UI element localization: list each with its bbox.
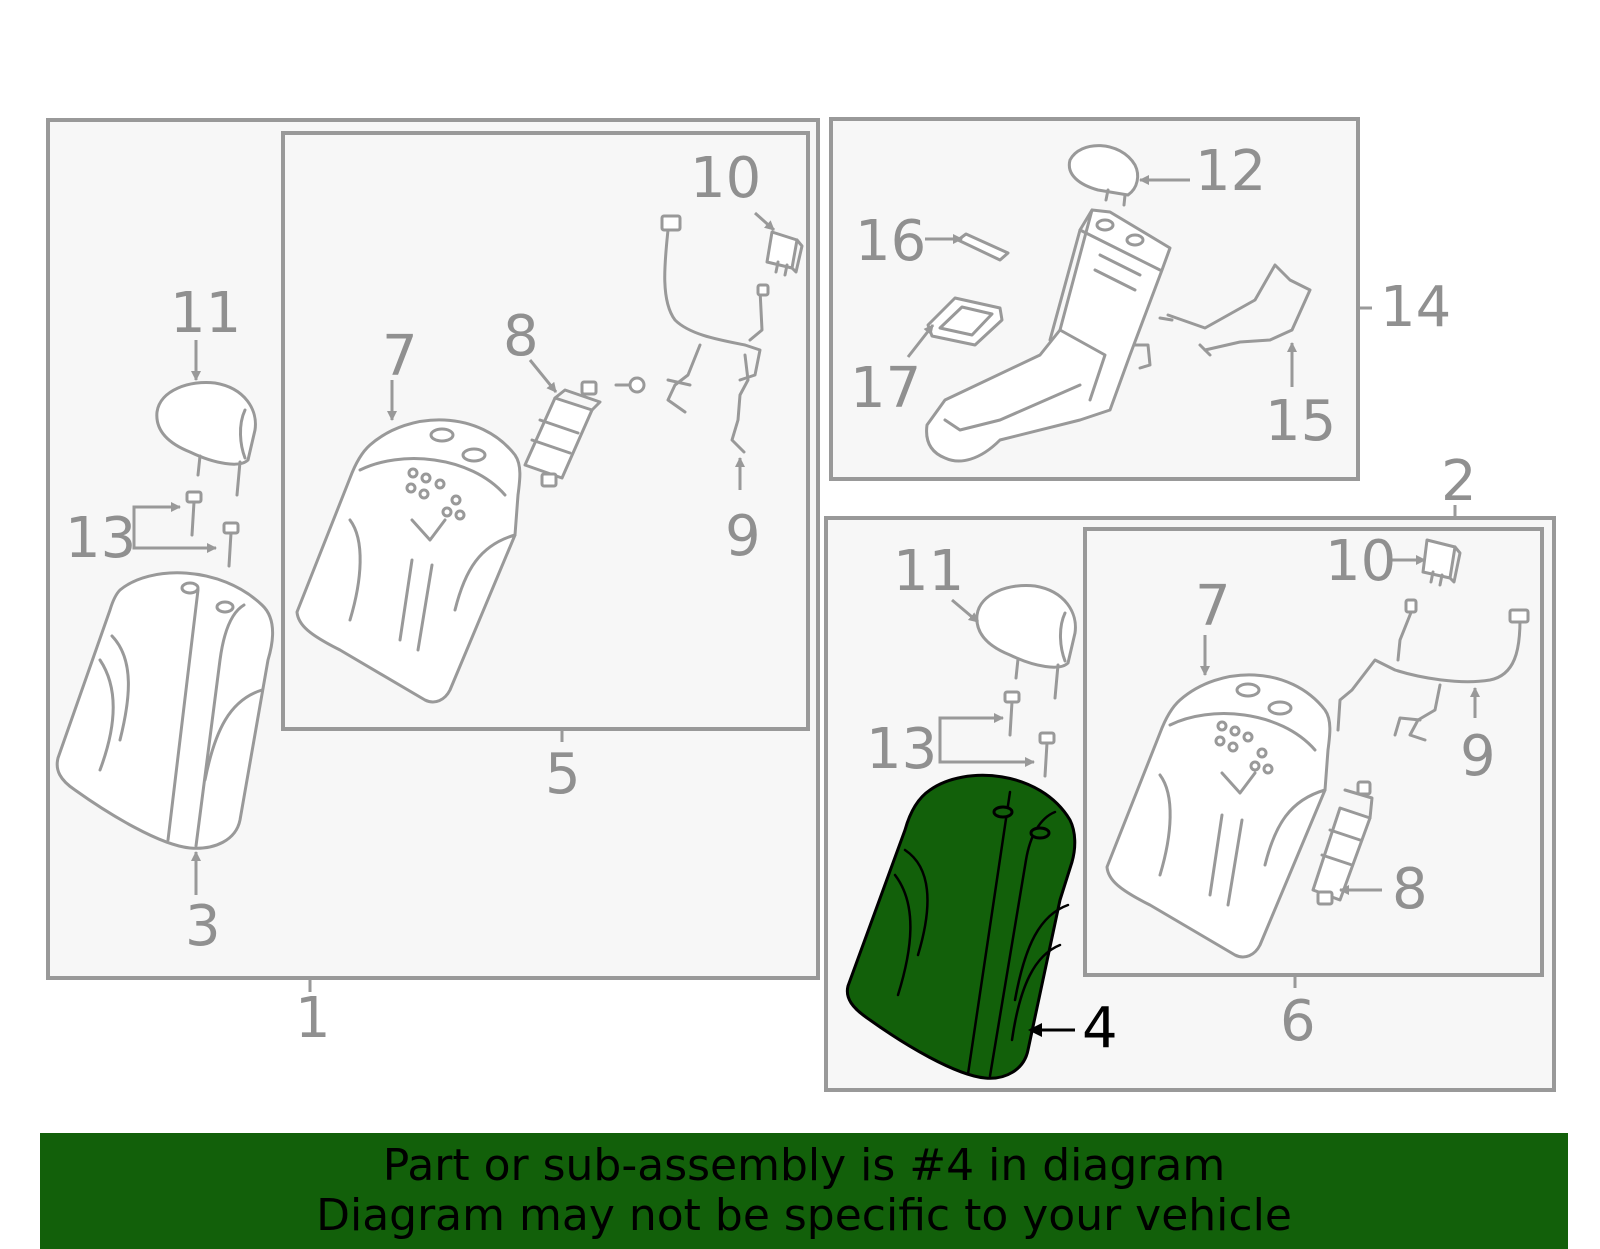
seat-back-cover-part-4-highlighted[interactable] (845, 773, 1077, 1080)
seat-module-part[interactable] (1311, 780, 1374, 906)
callout-16: 16 (855, 209, 926, 274)
callout-4: 4 (1082, 996, 1118, 1061)
callout-8: 8 (1392, 857, 1428, 922)
callout-13: 13 (65, 506, 136, 571)
seat-module-part[interactable] (523, 380, 602, 488)
callout-11: 11 (893, 539, 964, 604)
callout-6: 6 (1280, 989, 1316, 1054)
armrest-pad-part[interactable] (926, 296, 1004, 347)
headrest-guide-bolts[interactable] (1003, 690, 1056, 778)
seat-back-assembly-group-1: 11 13 3 1 7 8 9 10 5 (46, 118, 820, 1051)
switch-part[interactable] (1421, 538, 1462, 587)
callout-17: 17 (850, 356, 921, 421)
armrest-body-part[interactable] (925, 208, 1172, 463)
callout-10: 10 (1325, 529, 1396, 594)
seat-back-assembly-group-2: 11 13 4 7 9 8 10 2 6 (824, 449, 1556, 1092)
callout-3: 3 (185, 894, 221, 959)
callout-12: 12 (1195, 139, 1266, 204)
part-info-banner: Part or sub-assembly is #4 in diagram Di… (40, 1133, 1568, 1249)
screw-part[interactable] (614, 376, 646, 394)
callout-7: 7 (1195, 574, 1231, 639)
callout-5: 5 (545, 742, 581, 807)
callout-11: 11 (170, 281, 241, 346)
seat-back-frame-part[interactable] (295, 418, 522, 704)
armrest-wire-part[interactable] (1158, 263, 1312, 357)
armrest-cap-part[interactable] (1067, 144, 1140, 207)
callout-7: 7 (382, 324, 418, 389)
armrest-assembly-group: 12 16 17 14 15 (829, 117, 1451, 481)
headrest-part[interactable] (155, 380, 257, 497)
callout-15: 15 (1265, 389, 1336, 454)
callout-10: 10 (690, 146, 761, 211)
wiring-harness-part[interactable] (660, 214, 770, 454)
seat-back-cover-part-3[interactable] (55, 571, 274, 850)
headrest-part[interactable] (975, 583, 1077, 700)
callout-2: 2 (1441, 449, 1477, 514)
headrest-guide-bolts[interactable] (185, 490, 240, 568)
callout-9: 9 (725, 504, 761, 569)
banner-line-disclaimer: Diagram may not be specific to your vehi… (316, 1190, 1292, 1241)
callout-1: 1 (295, 986, 331, 1051)
switch-part[interactable] (765, 230, 804, 277)
seat-back-frame-part[interactable] (1105, 673, 1332, 959)
callout-9: 9 (1460, 724, 1496, 789)
callout-13: 13 (866, 717, 937, 782)
callout-8: 8 (503, 304, 539, 369)
banner-line-part-number: Part or sub-assembly is #4 in diagram (382, 1140, 1226, 1191)
wiring-harness-part[interactable] (1336, 598, 1530, 742)
callout-14: 14 (1380, 275, 1451, 340)
armrest-plug-part[interactable] (956, 232, 1010, 262)
